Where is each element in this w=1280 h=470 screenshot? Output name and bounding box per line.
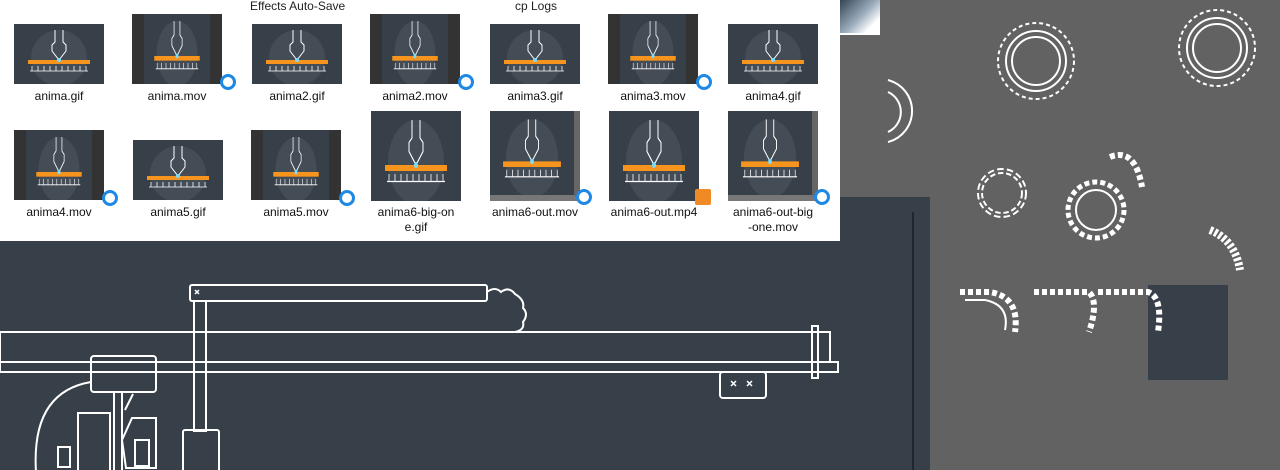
file-name: anima.gif [34,89,84,103]
file-name: anima4.mov [26,205,92,219]
gear-shapes [887,9,1256,333]
file-thumbnail [728,24,818,84]
quicktime-icon [339,190,355,206]
file-thumbnail [609,111,699,201]
file-thumbnail [490,111,580,201]
file-thumbnail [251,130,341,200]
quicktime-icon [696,74,712,90]
file-name: anima2.gif [269,89,325,103]
file-name: anima3.gif [507,89,563,103]
machine-drawing [0,284,839,470]
file-name: anima6-out.mov [491,205,579,219]
file-name: anima6-out-big-one.mov [732,205,814,234]
folder-label[interactable]: cp Logs [515,0,558,13]
file-thumbnail [371,111,461,201]
file-thumbnail [252,24,342,84]
quicktime-icon [102,190,118,206]
quicktime-icon [814,189,830,205]
file-thumbnail [132,14,222,84]
file-thumbnail [133,140,223,200]
file-thumbnail [608,14,698,84]
quicktime-icon [220,74,236,90]
file-explorer-panel: Effects Auto-Save cp Logs anima.gif anima… [0,0,840,241]
artboard-square [1148,285,1228,380]
file-thumbnail [370,14,460,84]
media-player-icon [695,189,711,205]
quicktime-icon [458,74,474,90]
artboard-border [912,212,914,470]
file-thumbnail [14,130,104,200]
file-name: anima5.gif [150,205,206,219]
file-name: anima2.mov [382,89,448,103]
file-thumbnail [490,24,580,84]
file-name: anima6-out.mp4 [610,205,698,219]
file-name: anima.mov [147,89,207,103]
file-name: anima5.mov [263,205,329,219]
folder-label[interactable]: Effects Auto-Save [250,0,346,13]
file-name: anima3.mov [620,89,686,103]
file-thumbnail [728,111,818,201]
file-name: anima6-big-one.gif [377,205,455,234]
quicktime-icon [576,189,592,205]
file-name: anima4.gif [745,89,801,103]
file-thumbnail [14,24,104,84]
image-preview [840,0,880,35]
